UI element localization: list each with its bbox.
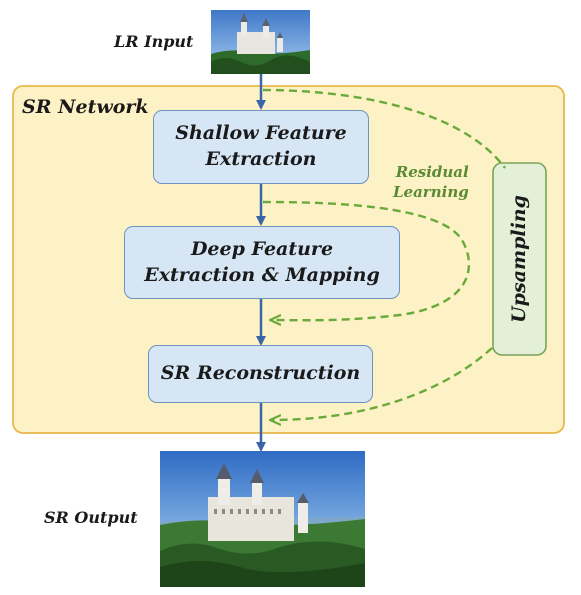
dashed-residual-learning: [262, 200, 471, 320]
residual-learning-label: Residual Learning: [393, 163, 469, 201]
castle-photo-icon: [160, 451, 365, 587]
lr-input-label: LR Input: [114, 32, 194, 51]
sr-output-image: [160, 451, 365, 587]
sr-network-label: SR Network: [22, 96, 149, 118]
dashed-upsampling-to-output: [272, 347, 493, 420]
shallow-feature-extraction-block: Shallow Feature Extraction: [153, 110, 369, 184]
upsampling-label: Upsampling: [508, 195, 530, 323]
lr-input-image: [211, 10, 310, 74]
upsampling-block: [492, 162, 547, 356]
deep-feature-extraction-block: Deep Feature Extraction & Mapping: [124, 226, 400, 299]
sr-output-label: SR Output: [44, 508, 138, 527]
castle-photo-icon: [211, 10, 310, 74]
sr-reconstruction-block: SR Reconstruction: [148, 345, 373, 403]
